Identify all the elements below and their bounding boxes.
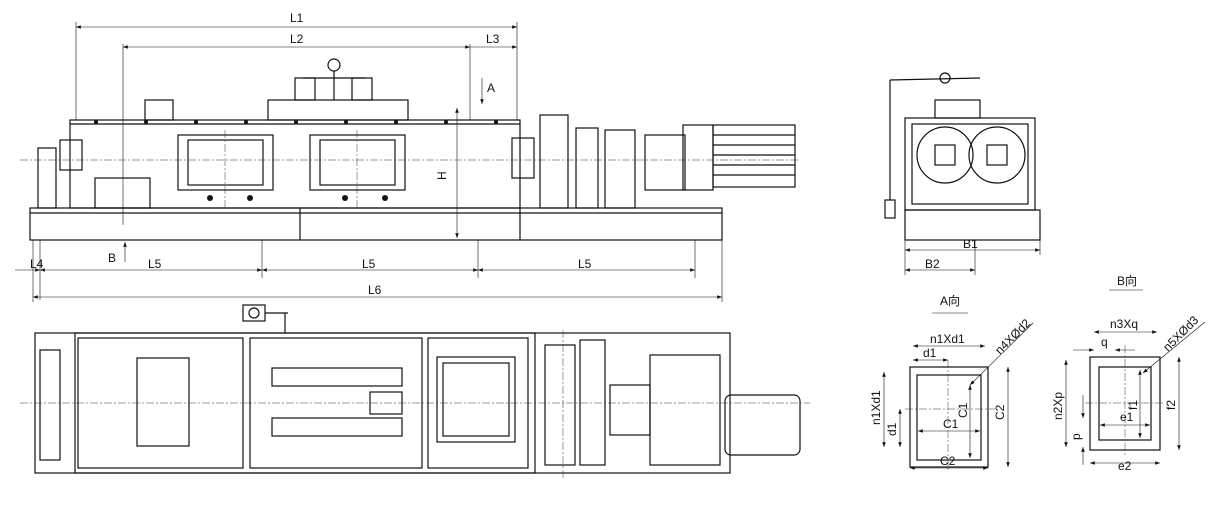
dim-f1: f1 bbox=[1126, 400, 1140, 410]
dim-C1: C1 bbox=[943, 417, 959, 431]
dim-B1: B1 bbox=[963, 237, 978, 251]
dim-n1xd1-side: n1Xd1 bbox=[869, 390, 883, 425]
dim-L5: L5 bbox=[362, 257, 376, 271]
dim-q: q bbox=[1101, 335, 1108, 349]
dim-d1-side: d1 bbox=[885, 422, 899, 436]
dim-d1: d1 bbox=[923, 346, 937, 360]
dim-n2xp: n2Xp bbox=[1051, 392, 1065, 420]
a-view-title: A向 bbox=[940, 293, 960, 308]
top-view bbox=[20, 304, 810, 478]
dim-H: H bbox=[435, 171, 449, 180]
dim-C1-vertical: C1 bbox=[956, 402, 970, 418]
dim-L3: L3 bbox=[486, 32, 500, 46]
front-view: L1 L2 L3 H A B L4 L5 L5 L5 L6 bbox=[15, 11, 800, 302]
view-arrow-a: A bbox=[487, 81, 495, 95]
dim-C2: C2 bbox=[940, 454, 956, 468]
dim-L6: L6 bbox=[368, 283, 382, 297]
dim-L5: L5 bbox=[578, 257, 592, 271]
a-view: A向 n1Xd1 d1 n4XØd2 n1Xd1 d1 C1 C1 C2 C2 bbox=[869, 293, 1033, 472]
dim-L4: L4 bbox=[30, 257, 44, 271]
view-arrow-b: B bbox=[108, 251, 116, 265]
dim-e2: e2 bbox=[1118, 459, 1132, 473]
dim-n1xd1: n1Xd1 bbox=[930, 332, 965, 346]
side-view: B1 B2 bbox=[884, 72, 1041, 275]
dim-B2: B2 bbox=[925, 257, 940, 271]
dim-L2: L2 bbox=[290, 32, 304, 46]
dim-n3xq: n3Xq bbox=[1110, 317, 1138, 331]
dim-L5: L5 bbox=[148, 257, 162, 271]
b-view-title: B向 bbox=[1117, 273, 1137, 288]
b-view: B向 n3Xq q n5XØd3 n2Xp p e1 f1 e2 f2 bbox=[1051, 273, 1206, 473]
dim-n5xd3: n5XØd3 bbox=[1160, 313, 1201, 354]
dim-f2: f2 bbox=[1164, 400, 1178, 410]
dim-L1: L1 bbox=[290, 11, 304, 25]
dim-e1: e1 bbox=[1120, 410, 1134, 424]
dim-n4xd2: n4XØd2 bbox=[992, 316, 1033, 357]
dim-C2-right: C2 bbox=[993, 404, 1007, 420]
dim-p: p bbox=[1069, 433, 1083, 440]
